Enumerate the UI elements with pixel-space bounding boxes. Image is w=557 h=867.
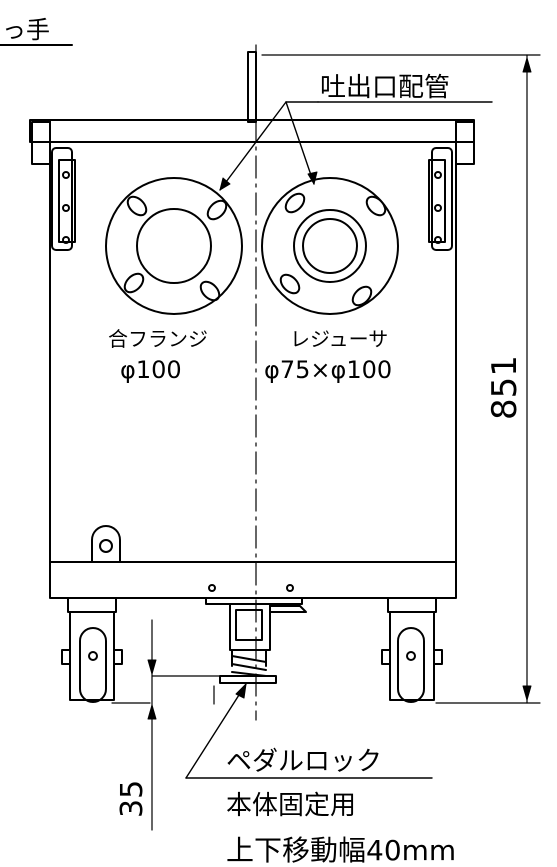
travel-arrow-bottom xyxy=(147,704,157,720)
travel-label: 上下移動幅40mm xyxy=(226,834,456,867)
left-handle xyxy=(51,147,76,251)
right-handle xyxy=(428,147,453,251)
reducer-name-label: レジューサ xyxy=(290,327,388,351)
lifting-eye xyxy=(91,525,121,563)
pedal-lock-leader xyxy=(185,683,433,779)
base-bolt-right xyxy=(286,584,294,592)
handle-label: っ手 xyxy=(2,16,50,44)
travel-arrow-top xyxy=(147,659,157,675)
leader-arrow-left xyxy=(219,177,231,191)
body-fix-label: 本体固定用 xyxy=(226,791,356,821)
travel-dimension xyxy=(111,619,227,831)
pedal-lock-mechanism xyxy=(219,603,307,684)
pedal-lock-label: ペダルロック xyxy=(226,747,382,777)
height-arrow-bottom xyxy=(522,685,532,701)
right-caster-wheel xyxy=(381,597,443,703)
base-frame xyxy=(49,561,457,599)
discharge-pipe-stub xyxy=(247,51,257,123)
discharge-pipe-label: 吐出口配管 xyxy=(320,73,450,103)
pedal-lock-arrow xyxy=(235,683,247,699)
discharge-leader xyxy=(219,101,493,191)
base-bolt-left xyxy=(208,584,216,592)
height-arrow-top xyxy=(522,57,532,73)
flange-name-label: 合フランジ xyxy=(108,327,208,351)
top-rail-end-left xyxy=(31,121,51,165)
travel-dimension-label: 35 xyxy=(115,780,150,818)
left-flange xyxy=(105,177,243,315)
flange-size-label: φ100 xyxy=(120,356,182,384)
right-reducer-flange xyxy=(261,177,399,315)
height-dimension xyxy=(261,54,541,704)
top-rail xyxy=(29,119,475,143)
left-caster-wheel xyxy=(61,597,123,703)
top-rail-end-right xyxy=(455,121,475,165)
leader-arrow-right xyxy=(307,171,318,185)
height-dimension-label: 851 xyxy=(485,355,525,420)
reducer-size-label: φ75×φ100 xyxy=(264,356,392,384)
